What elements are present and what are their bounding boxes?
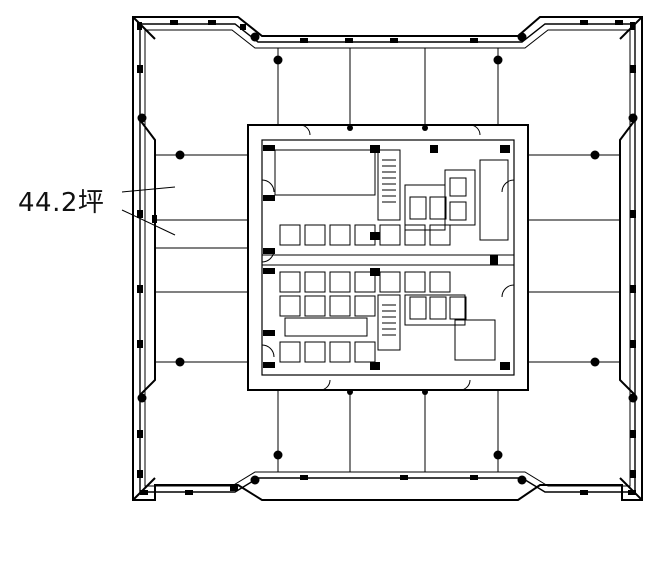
core-partitions — [263, 145, 510, 370]
outer-wall — [132, 16, 643, 501]
building-core — [247, 124, 529, 391]
meeting-rooms — [279, 177, 467, 363]
core-doors — [261, 124, 515, 391]
office-grid-lines — [155, 48, 620, 472]
leader-lines — [121, 186, 176, 236]
perimeter-columns — [137, 32, 638, 485]
corner-bevels — [132, 16, 643, 501]
window-mullions — [137, 20, 636, 495]
area-label: 44.2坪 — [18, 188, 105, 218]
stairs — [382, 159, 396, 336]
